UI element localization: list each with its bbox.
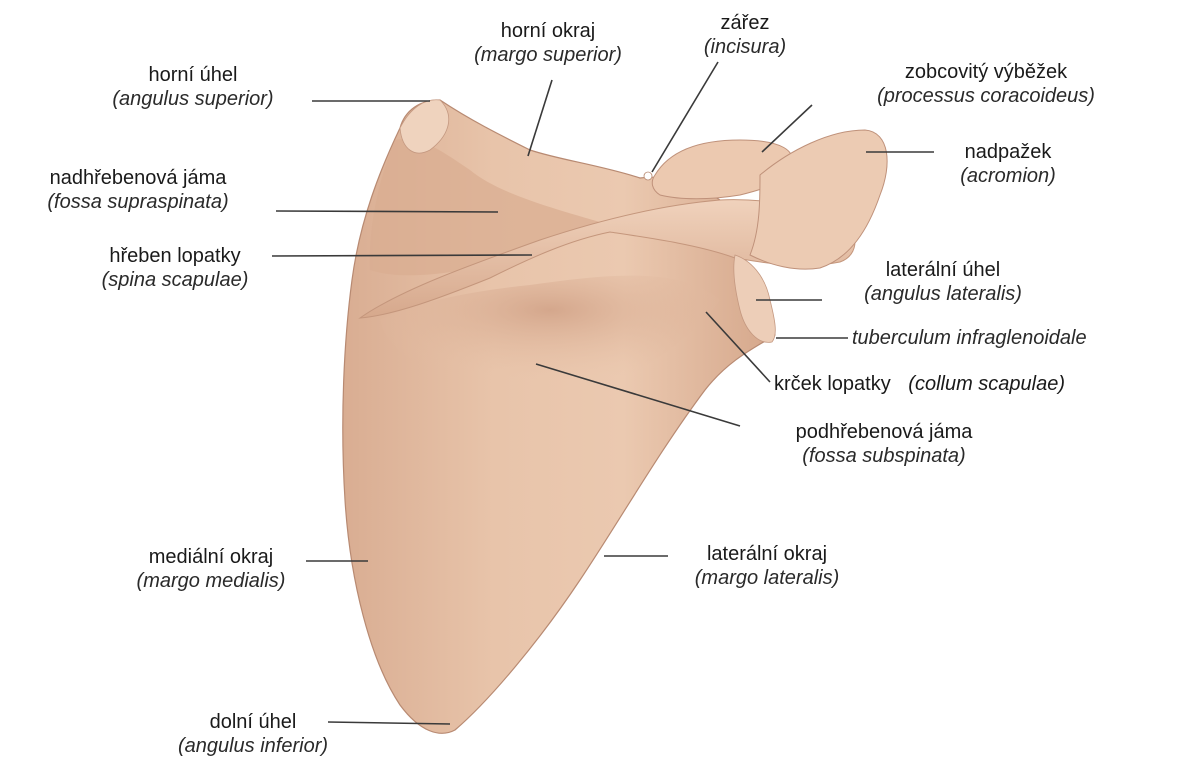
leader-margo-superior	[528, 80, 552, 156]
leader-processus-coracoideus	[762, 105, 812, 152]
label-angulus-lateralis-name: laterální úhel	[864, 258, 1022, 282]
label-fossa-subspinata: podhřebenová jáma (fossa subspinata)	[796, 420, 973, 468]
label-fossa-subspinata-latin: (fossa subspinata)	[796, 444, 973, 468]
incisura-notch	[644, 172, 652, 180]
label-angulus-lateralis-latin: (angulus lateralis)	[864, 282, 1022, 306]
label-tuberculum-infraglenoidale-latin: tuberculum infraglenoidale	[852, 326, 1087, 350]
label-spina-scapulae: hřeben lopatky (spina scapulae)	[102, 244, 249, 292]
label-acromion: nadpažek (acromion)	[960, 140, 1056, 188]
label-angulus-superior-latin: (angulus superior)	[112, 87, 273, 111]
label-collum-scapulae-latin: (collum scapulae)	[908, 373, 1065, 395]
label-collum-scapulae: krček lopatky (collum scapulae)	[774, 372, 1065, 396]
label-fossa-supraspinata-name: nadhřebenová jáma	[47, 166, 228, 190]
label-tuberculum-infraglenoidale: tuberculum infraglenoidale	[852, 326, 1087, 350]
label-acromion-name: nadpažek	[960, 140, 1056, 164]
label-angulus-lateralis: laterální úhel (angulus lateralis)	[864, 258, 1022, 306]
label-processus-coracoideus-latin: (processus coracoideus)	[877, 84, 1095, 108]
scapula-bone	[343, 100, 887, 734]
label-spina-scapulae-latin: (spina scapulae)	[102, 268, 249, 292]
label-margo-lateralis: laterální okraj (margo lateralis)	[695, 542, 839, 590]
label-processus-coracoideus-name: zobcovitý výběžek	[877, 60, 1095, 84]
label-margo-medialis-name: mediální okraj	[137, 545, 286, 569]
label-incisura-latin: (incisura)	[704, 35, 786, 59]
label-acromion-latin: (acromion)	[960, 164, 1056, 188]
label-margo-lateralis-latin: (margo lateralis)	[695, 566, 839, 590]
label-angulus-superior: horní úhel (angulus superior)	[112, 63, 273, 111]
label-margo-lateralis-name: laterální okraj	[695, 542, 839, 566]
label-incisura-name: zářez	[704, 11, 786, 35]
label-processus-coracoideus: zobcovitý výběžek (processus coracoideus…	[877, 60, 1095, 108]
label-margo-superior: horní okraj (margo superior)	[474, 19, 622, 67]
label-margo-superior-name: horní okraj	[474, 19, 622, 43]
label-fossa-subspinata-name: podhřebenová jáma	[796, 420, 973, 444]
label-angulus-superior-name: horní úhel	[112, 63, 273, 87]
label-angulus-inferior-latin: (angulus inferior)	[178, 734, 328, 758]
label-margo-medialis-latin: (margo medialis)	[137, 569, 286, 593]
label-fossa-supraspinata-latin: (fossa supraspinata)	[47, 190, 228, 214]
label-fossa-supraspinata: nadhřebenová jáma (fossa supraspinata)	[47, 166, 228, 214]
label-angulus-inferior: dolní úhel (angulus inferior)	[178, 710, 328, 758]
label-margo-superior-latin: (margo superior)	[474, 43, 622, 67]
leader-spina-scapulae	[272, 255, 532, 256]
label-angulus-inferior-name: dolní úhel	[178, 710, 328, 734]
label-collum-scapulae-name: krček lopatky	[774, 373, 891, 395]
label-margo-medialis: mediální okraj (margo medialis)	[137, 545, 286, 593]
leader-fossa-supraspinata	[276, 211, 498, 212]
label-incisura: zářez (incisura)	[704, 11, 786, 59]
label-spina-scapulae-name: hřeben lopatky	[102, 244, 249, 268]
